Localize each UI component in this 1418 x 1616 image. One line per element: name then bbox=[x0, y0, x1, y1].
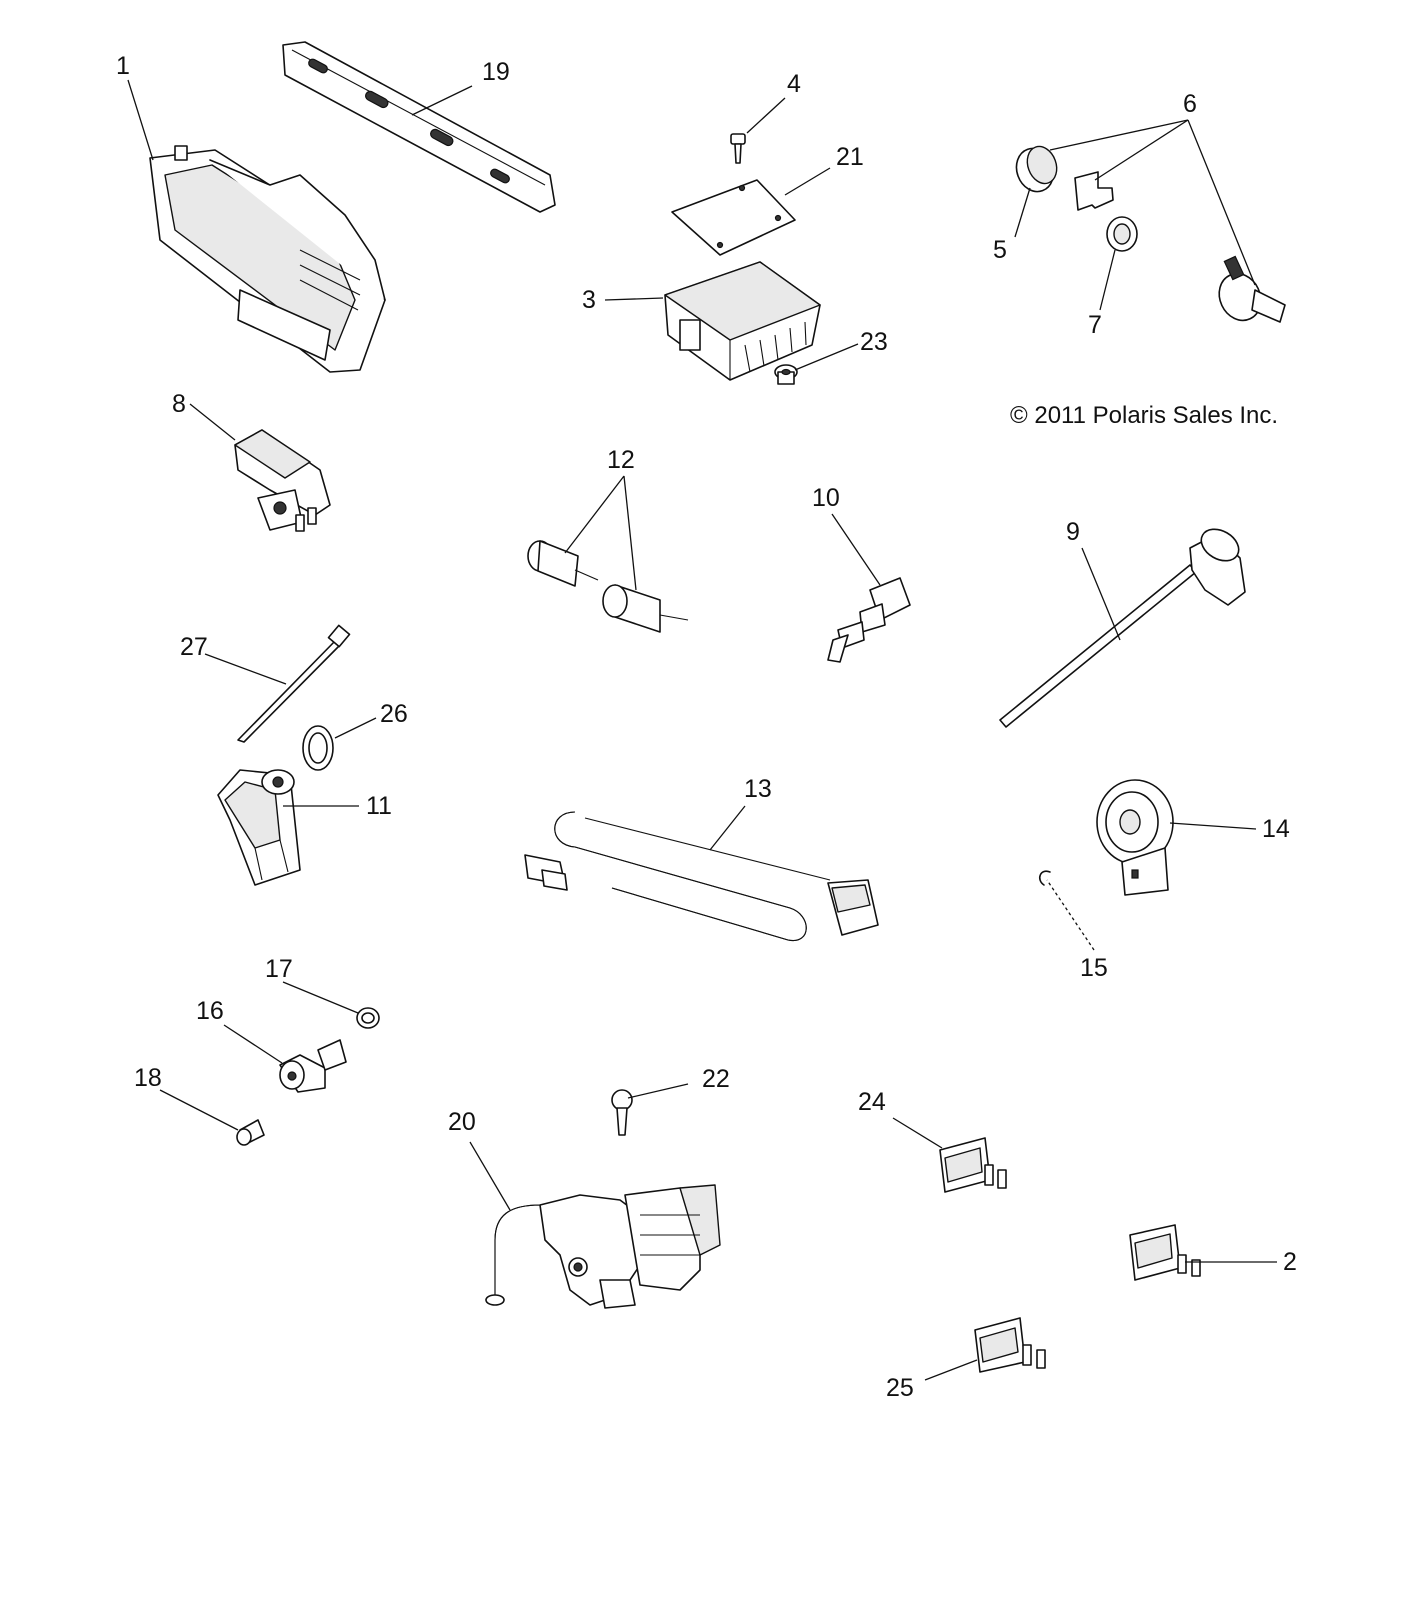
part-18-bolt bbox=[236, 1119, 265, 1146]
part-17-washer bbox=[356, 1007, 380, 1029]
callout-26: 26 bbox=[380, 700, 408, 728]
callout-12: 12 bbox=[607, 446, 635, 474]
part-15-clip bbox=[1038, 870, 1051, 886]
part-24-switch bbox=[939, 1137, 1007, 1193]
part-13-harness bbox=[524, 811, 879, 941]
callout-25: 25 bbox=[886, 1374, 914, 1402]
part-11-tps bbox=[217, 769, 301, 886]
callout-21: 21 bbox=[836, 143, 864, 171]
callout-13: 13 bbox=[744, 775, 772, 803]
part-25-switch bbox=[974, 1317, 1046, 1373]
part-6-clip bbox=[1074, 171, 1114, 211]
callout-20: 20 bbox=[448, 1108, 476, 1136]
callout-4: 4 bbox=[787, 70, 801, 98]
callout-labels: 1 2 3 4 5 6 7 8 9 10 11 12 13 14 15 16 1… bbox=[116, 52, 1297, 1402]
part-3-module bbox=[664, 261, 821, 381]
part-4-screw bbox=[730, 133, 746, 164]
callout-18: 18 bbox=[134, 1064, 162, 1092]
callout-2: 2 bbox=[1283, 1248, 1297, 1276]
part-19-bracket bbox=[282, 41, 556, 213]
part-12-sensor-a bbox=[527, 540, 599, 587]
callout-16: 16 bbox=[196, 997, 224, 1025]
part-1-ecu bbox=[149, 145, 386, 373]
callout-11: 11 bbox=[366, 792, 392, 820]
part-27-cable-tie bbox=[237, 624, 351, 743]
callout-8: 8 bbox=[172, 390, 186, 418]
callout-9: 9 bbox=[1066, 518, 1080, 546]
leader-lines bbox=[127, 79, 1277, 1381]
copyright-notice: © 2011 Polaris Sales Inc. bbox=[1010, 402, 1279, 429]
callout-24: 24 bbox=[858, 1088, 886, 1116]
part-14-knock-sensor bbox=[1096, 779, 1174, 896]
callout-27: 27 bbox=[180, 633, 208, 661]
part-26-oring bbox=[302, 725, 334, 771]
callout-17: 17 bbox=[265, 955, 293, 983]
callout-10: 10 bbox=[812, 484, 840, 512]
callout-5: 5 bbox=[993, 236, 1007, 264]
part-20-valve-assembly bbox=[485, 1184, 721, 1309]
part-16-crank-sensor bbox=[279, 1039, 347, 1093]
part-5-plug bbox=[1015, 145, 1058, 193]
part-21-gasket bbox=[671, 179, 796, 256]
part-7-grommet bbox=[1106, 216, 1138, 252]
callout-19: 19 bbox=[482, 58, 510, 86]
part-6-sensor bbox=[1218, 255, 1286, 323]
callout-22: 22 bbox=[702, 1065, 730, 1093]
callout-3: 3 bbox=[582, 286, 596, 314]
callout-15: 15 bbox=[1080, 954, 1108, 982]
part-8-map-sensor bbox=[234, 429, 331, 532]
callout-6: 6 bbox=[1183, 90, 1197, 118]
callout-1: 1 bbox=[116, 52, 130, 80]
callout-7: 7 bbox=[1088, 311, 1102, 339]
part-9-speed-sensor bbox=[999, 528, 1246, 728]
part-12-sensor-b bbox=[602, 584, 689, 633]
callout-23: 23 bbox=[860, 328, 888, 356]
part-10-temp-sensor bbox=[827, 577, 911, 663]
part-22-screw bbox=[611, 1089, 633, 1136]
part-23-grommet bbox=[774, 364, 798, 385]
callout-14: 14 bbox=[1262, 815, 1290, 843]
part-2-switch bbox=[1129, 1224, 1201, 1281]
